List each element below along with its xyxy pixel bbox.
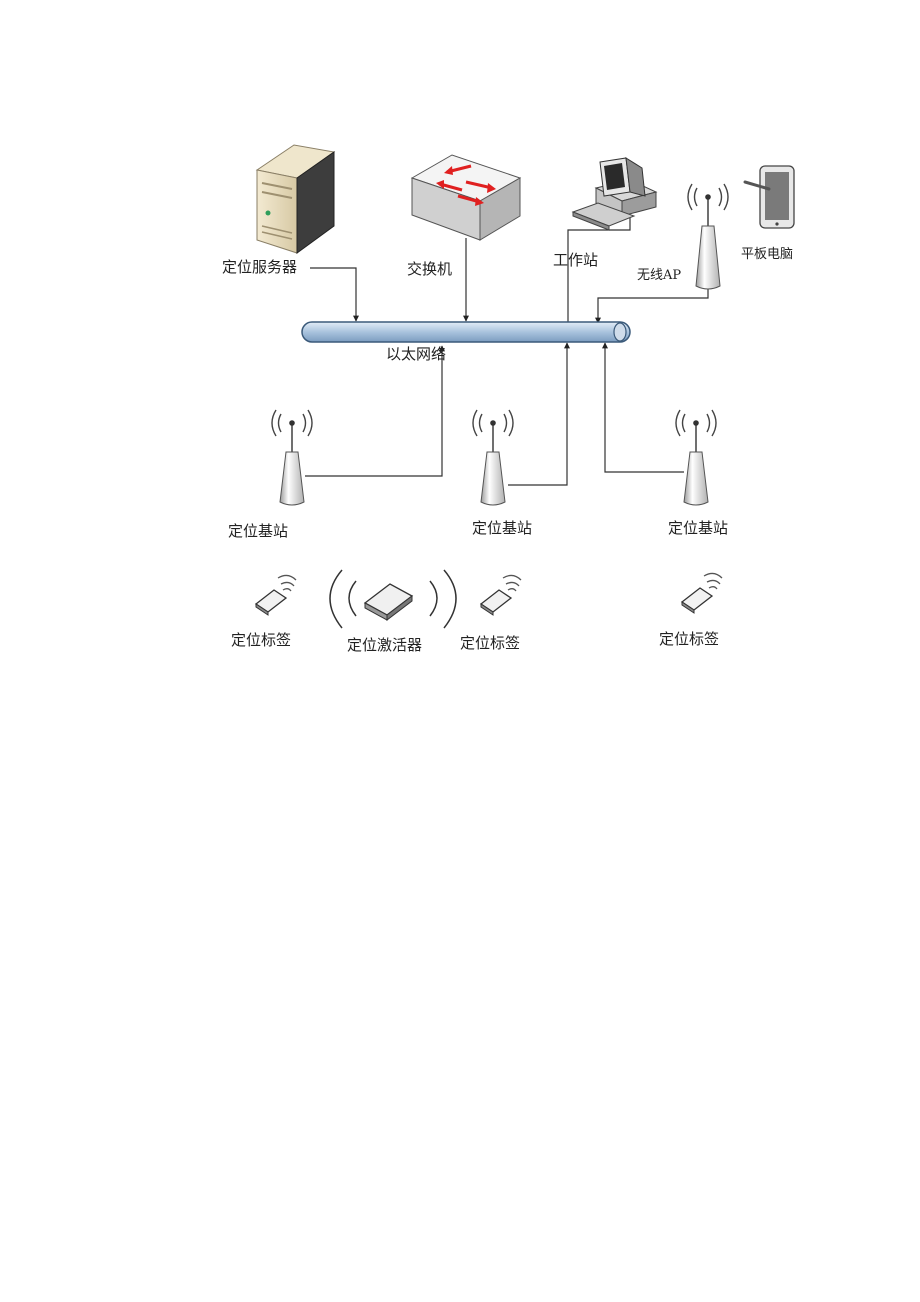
ap-antenna-icon [687,183,729,290]
activator-label: 定位激活器 [347,636,423,654]
base-station-1-label: 定位基站 [228,522,289,540]
server-link [310,267,359,322]
ethernet-label: 以太网络 [386,345,447,363]
base3-link [602,342,684,473]
workstation-label: 工作站 [553,251,599,269]
base-station-3-label: 定位基站 [668,519,729,537]
base2-link [508,342,570,486]
tag-1-label: 定位标签 [231,631,292,649]
workstation-link [565,218,631,332]
tablet-icon [743,165,795,229]
ap-link [595,288,709,324]
tag-3-icon [680,572,723,614]
server-label: 定位服务器 [222,258,298,276]
connection-lines [305,218,709,486]
base-station-1-icon [271,409,313,506]
tag-2-label: 定位标签 [460,634,521,652]
tag-3-label: 定位标签 [659,630,720,648]
tag-1-icon [254,574,297,616]
server-icon [255,144,336,254]
tag-2-icon [479,574,522,616]
base-station-2-label: 定位基站 [472,519,533,537]
tablet-label: 平板电脑 [741,247,794,262]
ethernet-bus [301,321,631,343]
activator-icon [329,569,457,629]
workstation-icon [571,157,658,231]
base-station-2-icon [472,409,514,506]
wireless-ap-label: 无线AP [637,268,682,283]
switch-icon [410,154,522,241]
base-station-3-icon [675,409,717,506]
switch-label: 交换机 [407,260,453,278]
base1-link [305,345,445,477]
